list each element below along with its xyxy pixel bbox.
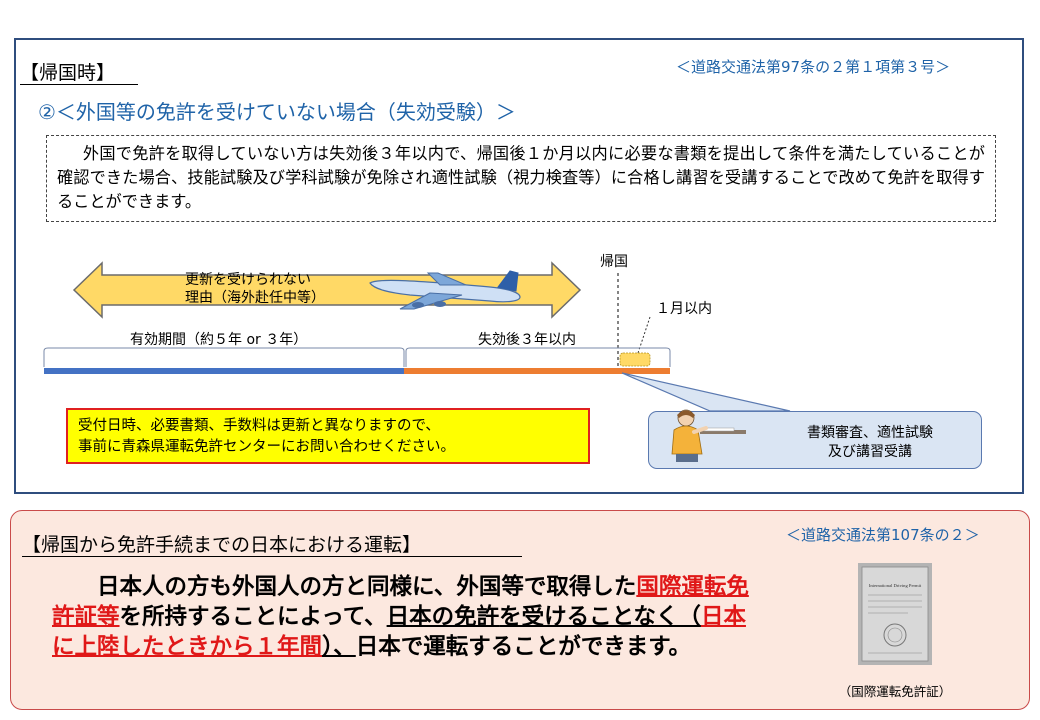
permit-caption: （国際運転免許証） [838, 684, 952, 699]
bottom-text-part5: ）、 [322, 634, 356, 660]
description-text: 外国で免許を取得していない方は失効後３年以内で、帰国後１か月以内に必要な書類を提… [57, 144, 985, 211]
bottom-heading: 【帰国から免許手続までの日本における運転】 [22, 534, 422, 556]
bottom-text: 日本人の方も外国人の方と同様に、外国等で取得した国際運転免許証等を所持することに… [52, 572, 752, 662]
bottom-law-reference: ＜道路交通法第107条の２＞ [786, 526, 980, 544]
arrow-text-line2: 理由（海外赴任中等） [185, 289, 325, 306]
arrow-text-line1: 更新を受けられない [185, 272, 311, 288]
top-heading: 【帰国時】 [20, 62, 116, 84]
one-month-marker [619, 352, 651, 367]
top-law-reference: ＜道路交通法第97条の２第１項第３号＞ [676, 58, 951, 76]
expired-period-bar [404, 368, 670, 374]
top-panel [14, 38, 1024, 494]
airplane-icon [369, 270, 521, 310]
double-arrow [72, 261, 582, 319]
notice-line2: 事前に青森県運転免許センターにお問い合わせください。 [78, 439, 455, 455]
valid-period-label: 有効期間（約５年 or ３年） [130, 332, 307, 348]
international-permit-image: International Driving Permit [858, 563, 932, 665]
top-heading-underline [20, 84, 138, 85]
service-text: 書類審査、適性試験 及び講習受講 [770, 424, 970, 462]
service-line2: 及び講習受講 [828, 444, 912, 460]
bottom-text-part4: を受けることなく（ [499, 604, 701, 630]
bottom-text-part6: 日本で運転することができます。 [355, 634, 692, 660]
one-month-label: １月以内 [656, 301, 712, 317]
notice-line1: 受付日時、必要書類、手数料は更新と異なりますので、 [78, 418, 440, 434]
bottom-red-permit: 国際運転免許証等 [52, 574, 749, 630]
expired-period-label: 失効後３年以内 [478, 332, 576, 348]
service-box [648, 411, 982, 469]
person-at-desk-icon [671, 409, 746, 462]
return-label: 帰国 [600, 253, 628, 270]
valid-period-bracket [43, 347, 405, 367]
expired-period-bracket [405, 347, 671, 367]
valid-period-bar [44, 368, 404, 374]
bottom-text-part1: 日本人の方も外国人の方と同様に、外国等で取得した [97, 574, 637, 600]
bottom-text-part3: 日本の免許 [386, 604, 500, 630]
subtitle: ②＜外国等の免許を受けていない場合（失効受験）＞ [38, 100, 516, 124]
bottom-heading-underline [22, 556, 522, 557]
bottom-text-part2: を所持することによって、 [119, 604, 387, 630]
bottom-red-period: 日本に上陸したときから１年間 [52, 604, 746, 660]
permit-title: International Driving Permit [869, 583, 922, 588]
description-box: 外国で免許を取得していない方は失効後３年以内で、帰国後１か月以内に必要な書類を提… [46, 135, 996, 222]
service-line1: 書類審査、適性試験 [807, 425, 933, 441]
timeline-diagram: 更新を受けられない 理由（海外赴任中等） 帰国 １月以内 有効期間（約５年 or… [43, 253, 791, 412]
notice-box: 受付日時、必要書類、手数料は更新と異なりますので、 事前に青森県運転免許センター… [66, 408, 590, 464]
